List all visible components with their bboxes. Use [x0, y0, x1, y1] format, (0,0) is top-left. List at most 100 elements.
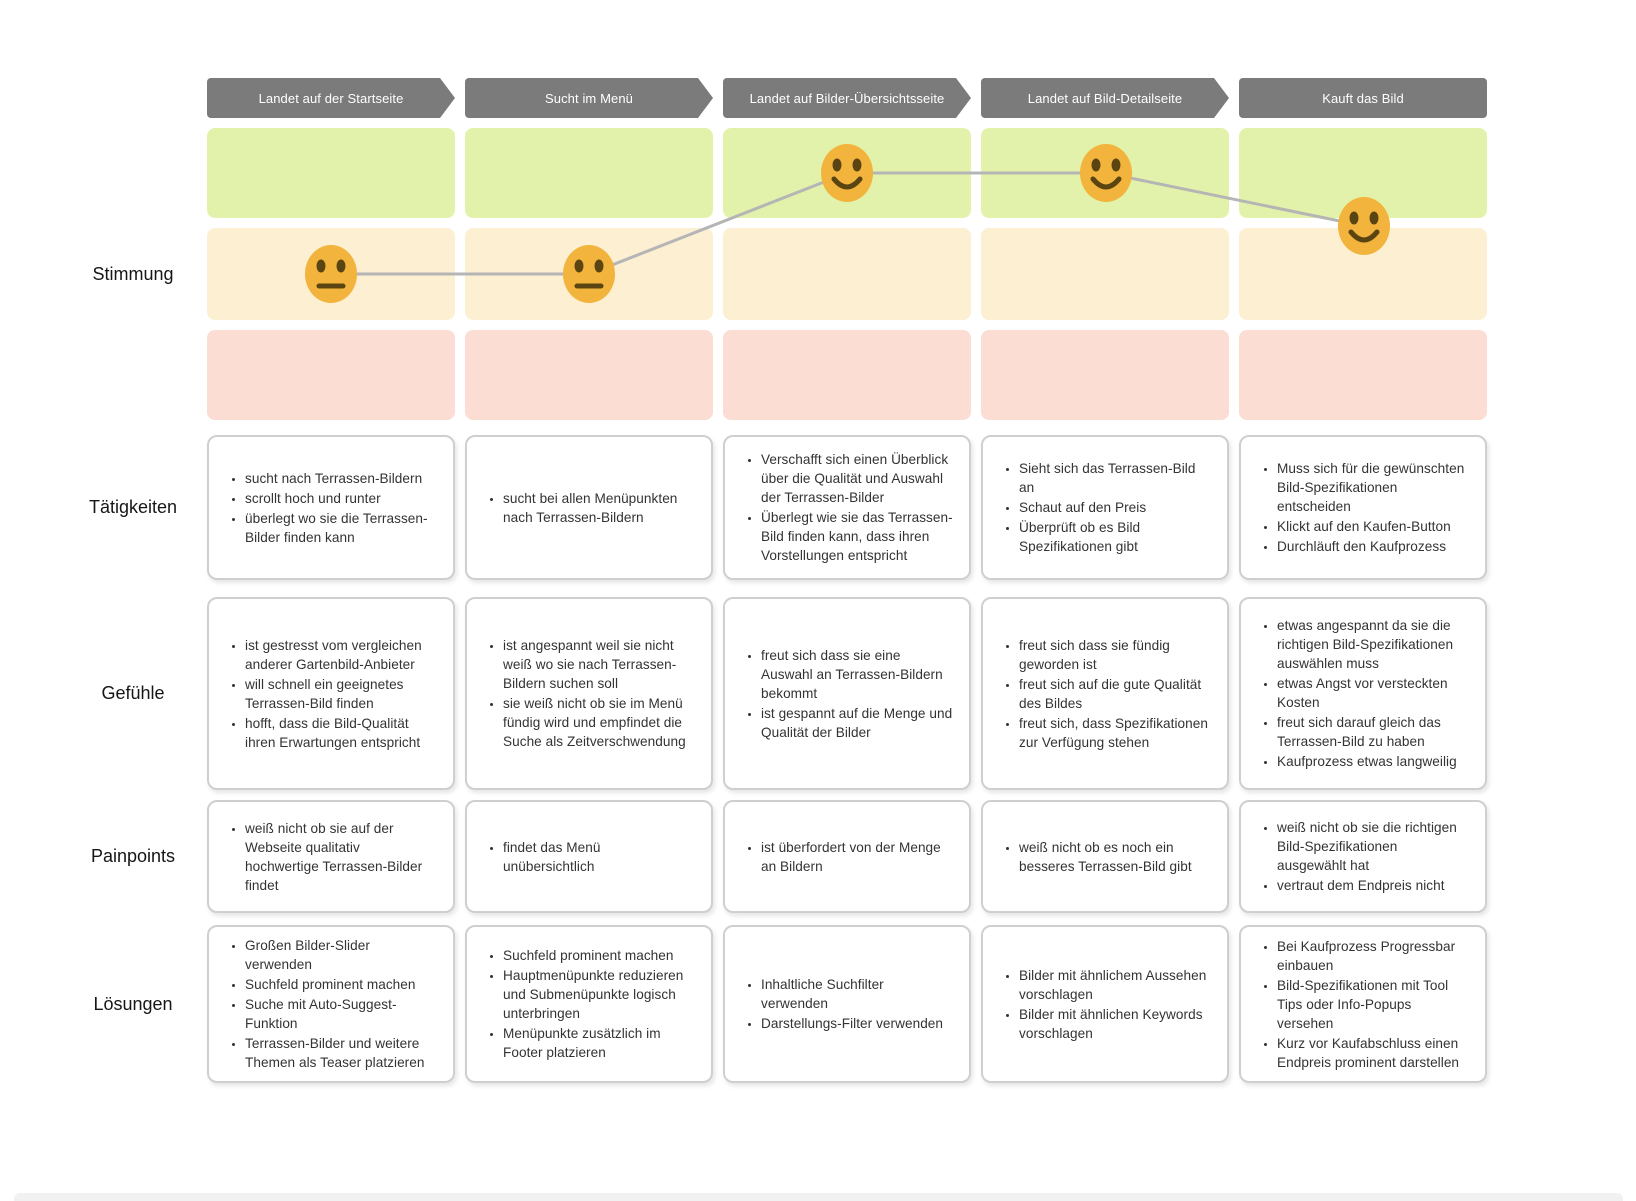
bullet-item: Menüpunkte zusätzlich im Footer platzier…	[503, 1024, 695, 1062]
solutions-card-2: Suchfeld prominent machenHauptmenüpunkte…	[465, 925, 713, 1083]
bullet-list: Verschafft sich einen Überblick über die…	[741, 449, 953, 566]
bullet-item: ist überfordert von der Menge an Bildern	[761, 838, 953, 876]
bullet-list: findet das Menü unübersichtlich	[483, 837, 695, 877]
bullet-item: freut sich dass sie eine Auswahl an Terr…	[761, 646, 953, 703]
bullet-item: weiß nicht ob es noch ein besseres Terra…	[1019, 838, 1211, 876]
bullet-item: freut sich darauf gleich das Terrassen-B…	[1277, 713, 1469, 751]
phase-header-startseite: Landet auf der Startseite	[207, 78, 455, 118]
bullet-item: Überlegt wie sie das Terrassen-Bild find…	[761, 508, 953, 565]
phase-header-uebersichtsseite: Landet auf Bilder-Übersichtsseite	[723, 78, 971, 118]
bullet-list: freut sich dass sie eine Auswahl an Terr…	[741, 645, 953, 743]
bullet-item: sucht bei allen Menüpunkten nach Terrass…	[503, 489, 695, 527]
activities-card-1: sucht nach Terrassen-Bildernscrollt hoch…	[207, 435, 455, 580]
bullet-list: weiß nicht ob sie die richtigen Bild-Spe…	[1257, 817, 1469, 896]
bullet-item: freut sich auf die gute Qualität des Bil…	[1019, 675, 1211, 713]
bullet-list: freut sich dass sie fündig geworden istf…	[999, 635, 1211, 753]
bullet-item: Suchfeld prominent machen	[503, 946, 695, 965]
painpoints-section: Painpoints weiß nicht ob sie auf der Web…	[0, 800, 1487, 913]
bullet-item: Inhaltliche Suchfilter verwenden	[761, 975, 953, 1013]
mood-band-negative	[1239, 330, 1487, 420]
bullet-item: überlegt wo sie die Terrassen-Bilder fin…	[245, 509, 437, 547]
feelings-section: Gefühle ist gestresst vom vergleichen an…	[0, 597, 1487, 790]
painpoints-card-5: weiß nicht ob sie die richtigen Bild-Spe…	[1239, 800, 1487, 913]
bullet-item: freut sich dass sie fündig geworden ist	[1019, 636, 1211, 674]
row-label-painpoints: Painpoints	[90, 846, 176, 866]
painpoints-card-2: findet das Menü unübersichtlich	[465, 800, 713, 913]
feelings-card-2: ist angespannt weil sie nicht weiß wo si…	[465, 597, 713, 790]
activities-section: Tätigkeiten sucht nach Terrassen-Bildern…	[0, 435, 1487, 580]
bullet-list: Sieht sich das Terrassen-Bild anSchaut a…	[999, 458, 1211, 557]
mood-band-positive	[207, 128, 455, 218]
mood-band-neutral	[1239, 228, 1487, 320]
mood-band-positive	[465, 128, 713, 218]
bullet-item: Muss sich für die gewünschten Bild-Spezi…	[1277, 459, 1469, 516]
bullet-item: etwas Angst vor versteckten Kosten	[1277, 674, 1469, 712]
bullet-list: Bilder mit ähnlichem Aussehen vorschlage…	[999, 965, 1211, 1044]
painpoints-card-3: ist überfordert von der Menge an Bildern	[723, 800, 971, 913]
bullet-item: etwas angespannt da sie die richtigen Bi…	[1277, 616, 1469, 673]
mood-band-neutral	[465, 228, 713, 320]
activities-card-4: Sieht sich das Terrassen-Bild anSchaut a…	[981, 435, 1229, 580]
bullet-item: Bilder mit ähnlichen Keywords vorschlage…	[1019, 1005, 1211, 1043]
bullet-list: Inhaltliche Suchfilter verwendenDarstell…	[741, 974, 953, 1034]
bullet-item: sucht nach Terrassen-Bildern	[245, 469, 437, 488]
mood-band-positive	[1239, 128, 1487, 218]
mood-section: Stimmung	[0, 128, 1487, 420]
mood-bands-col4	[981, 128, 1229, 420]
phase-header-row: Landet auf der Startseite Sucht im Menü …	[0, 78, 1487, 118]
bullet-list: Muss sich für die gewünschten Bild-Spezi…	[1257, 458, 1469, 557]
activities-card-2: sucht bei allen Menüpunkten nach Terrass…	[465, 435, 713, 580]
bullet-item: Überprüft ob es Bild Spezifikationen gib…	[1019, 518, 1211, 556]
bullet-item: Bei Kaufprozess Progressbar einbauen	[1277, 937, 1469, 975]
phase-header-detailseite: Landet auf Bild-Detailseite	[981, 78, 1229, 118]
mood-bands-col3	[723, 128, 971, 420]
painpoints-card-1: weiß nicht ob sie auf der Webseite quali…	[207, 800, 455, 913]
mood-band-negative	[207, 330, 455, 420]
bullet-item: ist gestresst vom vergleichen anderer Ga…	[245, 636, 437, 674]
bullet-list: ist überfordert von der Menge an Bildern	[741, 837, 953, 877]
row-label-activities: Tätigkeiten	[88, 497, 178, 517]
bullet-list: ist gestresst vom vergleichen anderer Ga…	[225, 635, 437, 753]
bullet-item: weiß nicht ob sie die richtigen Bild-Spe…	[1277, 818, 1469, 875]
mood-band-positive	[723, 128, 971, 218]
solutions-card-1: Großen Bilder-Slider verwendenSuchfeld p…	[207, 925, 455, 1083]
solutions-card-4: Bilder mit ähnlichem Aussehen vorschlage…	[981, 925, 1229, 1083]
bullet-item: Suchfeld prominent machen	[245, 975, 437, 994]
feelings-card-5: etwas angespannt da sie die richtigen Bi…	[1239, 597, 1487, 790]
bullet-item: sie weiß nicht ob sie im Menü fündig wir…	[503, 694, 695, 751]
feelings-card-3: freut sich dass sie eine Auswahl an Terr…	[723, 597, 971, 790]
bullet-list: weiß nicht ob es noch ein besseres Terra…	[999, 837, 1211, 877]
phase-header-kauf: Kauft das Bild	[1239, 78, 1487, 118]
bullet-item: Terrassen-Bilder und weitere Themen als …	[245, 1034, 437, 1072]
bullet-item: Klickt auf den Kaufen-Button	[1277, 517, 1469, 536]
activities-card-5: Muss sich für die gewünschten Bild-Spezi…	[1239, 435, 1487, 580]
phase-header-menue: Sucht im Menü	[465, 78, 713, 118]
row-label-mood: Stimmung	[92, 263, 174, 284]
bullet-item: Sieht sich das Terrassen-Bild an	[1019, 459, 1211, 497]
bullet-item: will schnell ein geeignetes Terrassen-Bi…	[245, 675, 437, 713]
mood-band-positive	[981, 128, 1229, 218]
bullet-item: Darstellungs-Filter verwenden	[761, 1014, 953, 1033]
next-section-edge	[14, 1193, 1623, 1201]
feelings-card-1: ist gestresst vom vergleichen anderer Ga…	[207, 597, 455, 790]
bullet-item: Verschafft sich einen Überblick über die…	[761, 450, 953, 507]
bullet-item: freut sich, dass Spezifikationen zur Ver…	[1019, 714, 1211, 752]
bullet-item: scrollt hoch und runter	[245, 489, 437, 508]
bullet-item: findet das Menü unübersichtlich	[503, 838, 695, 876]
bullet-list: sucht bei allen Menüpunkten nach Terrass…	[483, 488, 695, 528]
solutions-card-3: Inhaltliche Suchfilter verwendenDarstell…	[723, 925, 971, 1083]
mood-band-negative	[723, 330, 971, 420]
solutions-card-5: Bei Kaufprozess Progressbar einbauenBild…	[1239, 925, 1487, 1083]
bullet-list: etwas angespannt da sie die richtigen Bi…	[1257, 615, 1469, 772]
mood-bands-col2	[465, 128, 713, 420]
bullet-list: weiß nicht ob sie auf der Webseite quali…	[225, 818, 437, 896]
bullet-item: Bild-Spezifikationen mit Tool Tips oder …	[1277, 976, 1469, 1033]
bullet-list: Bei Kaufprozess Progressbar einbauenBild…	[1257, 936, 1469, 1073]
phase-row-spacer	[0, 78, 197, 118]
mood-band-neutral	[723, 228, 971, 320]
bullet-item: Kurz vor Kaufabschluss einen Endpreis pr…	[1277, 1034, 1469, 1072]
bullet-list: sucht nach Terrassen-Bildernscrollt hoch…	[225, 468, 437, 548]
bullet-list: Großen Bilder-Slider verwendenSuchfeld p…	[225, 935, 437, 1073]
bullet-item: Bilder mit ähnlichem Aussehen vorschlage…	[1019, 966, 1211, 1004]
